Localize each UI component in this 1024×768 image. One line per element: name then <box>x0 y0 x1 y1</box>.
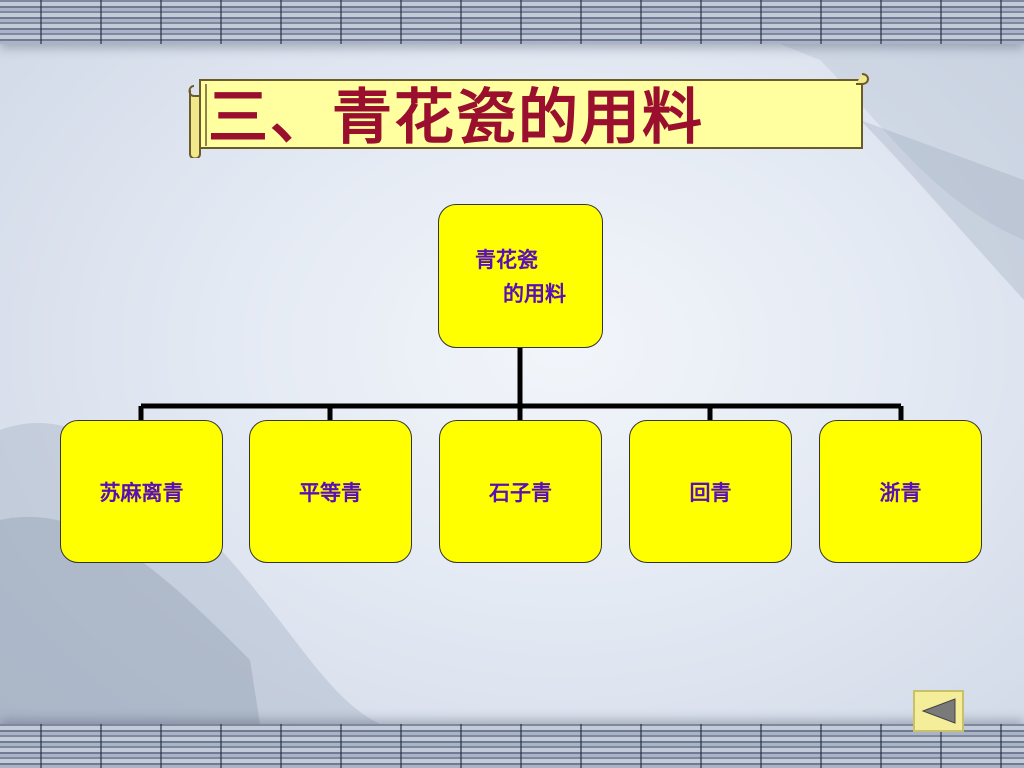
child-node-label: 浙青 <box>879 480 922 505</box>
child-node-2: 平等青 <box>249 420 412 563</box>
triangle-left-icon <box>921 698 955 724</box>
back-button[interactable] <box>913 690 964 732</box>
root-node: 青花瓷 的用料 <box>438 204 603 348</box>
child-node-1: 苏麻离青 <box>60 420 223 563</box>
child-node-4: 回青 <box>629 420 792 563</box>
child-node-label: 平等青 <box>299 480 362 505</box>
title-scroll-banner <box>186 70 872 158</box>
slide-title: 三、青花瓷的用料 <box>208 82 704 153</box>
child-node-3: 石子青 <box>439 420 602 563</box>
bottom-border-band <box>0 724 1024 768</box>
root-node-line2: 的用料 <box>503 282 566 306</box>
top-border-band <box>0 0 1024 44</box>
root-node-line1: 青花瓷 <box>475 248 538 272</box>
child-node-label: 回青 <box>689 480 732 505</box>
child-node-label: 石子青 <box>489 480 552 505</box>
child-node-label: 苏麻离青 <box>99 480 184 505</box>
child-node-5: 浙青 <box>819 420 982 563</box>
